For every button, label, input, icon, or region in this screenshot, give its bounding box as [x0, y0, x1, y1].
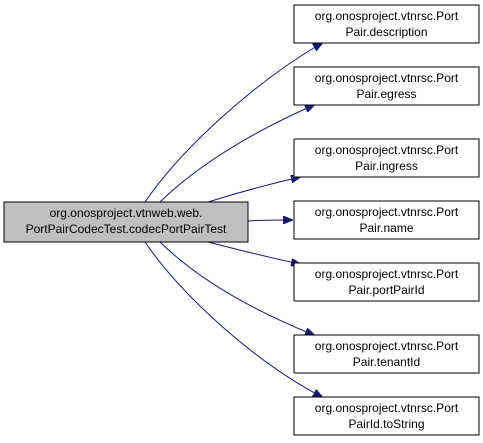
target-node-box: [293, 396, 480, 436]
source-node-label-line-1: org.onosproject.vtnweb.web.: [50, 206, 203, 220]
target-node-label-line-2: Pair.description: [345, 25, 427, 39]
target-node-box: [293, 262, 480, 302]
target-node-portpairid[interactable]: org.onosproject.vtnrsc.Port Pair.portPai…: [293, 262, 480, 302]
target-node-description[interactable]: org.onosproject.vtnrsc.Port Pair.descrip…: [293, 4, 480, 44]
target-node-label-line-1: org.onosproject.vtnrsc.Port: [315, 143, 459, 157]
target-node-box: [293, 200, 480, 240]
target-node-ingress[interactable]: org.onosproject.vtnrsc.Port Pair.ingress: [293, 138, 480, 178]
target-node-name[interactable]: org.onosproject.vtnrsc.Port Pair.name: [293, 200, 480, 240]
target-node-label-line-1: org.onosproject.vtnrsc.Port: [315, 267, 459, 281]
target-node-box: [293, 4, 480, 44]
target-node-label-line-2: Pair.name: [359, 221, 413, 235]
call-edge-arrow: [207, 241, 300, 264]
target-node-label-line-1: org.onosproject.vtnrsc.Port: [315, 205, 459, 219]
call-edge-arrow: [159, 105, 314, 203]
target-node-box: [293, 138, 480, 178]
edges-group: [144, 43, 322, 397]
call-edge-arrow: [144, 43, 322, 203]
target-node-label-line-1: org.onosproject.vtnrsc.Port: [315, 71, 459, 85]
source-node[interactable]: org.onosproject.vtnweb.web. PortPairCode…: [3, 201, 249, 243]
source-node-label-line-2: PortPairCodecTest.codecPortPairTest: [26, 222, 227, 236]
target-node-box: [293, 334, 480, 374]
target-node-label-line-2: PairId.toString: [348, 417, 424, 431]
target-node-label-line-2: Pair.portPairId: [348, 283, 424, 297]
target-node-egress[interactable]: org.onosproject.vtnrsc.Port Pair.egress: [293, 66, 480, 106]
target-node-label-line-2: Pair.egress: [356, 87, 416, 101]
target-node-box: [293, 66, 480, 106]
target-node-label-line-1: org.onosproject.vtnrsc.Port: [315, 339, 459, 353]
call-edge-arrow: [159, 241, 314, 335]
target-node-label-line-1: org.onosproject.vtnrsc.Port: [315, 9, 459, 23]
call-edge-arrow: [144, 241, 322, 397]
target-node-label-line-2: Pair.ingress: [355, 159, 418, 173]
call-edge-arrow: [247, 220, 292, 221]
target-node-label-line-1: org.onosproject.vtnrsc.Port: [315, 401, 459, 415]
target-node-label-line-2: Pair.tenantId: [353, 355, 420, 369]
call-edge-arrow: [207, 177, 300, 203]
target-node-tenantid[interactable]: org.onosproject.vtnrsc.Port Pair.tenantI…: [293, 334, 480, 374]
target-node-tostring[interactable]: org.onosproject.vtnrsc.Port PairId.toStr…: [293, 396, 480, 436]
source-node-box: [3, 201, 249, 243]
